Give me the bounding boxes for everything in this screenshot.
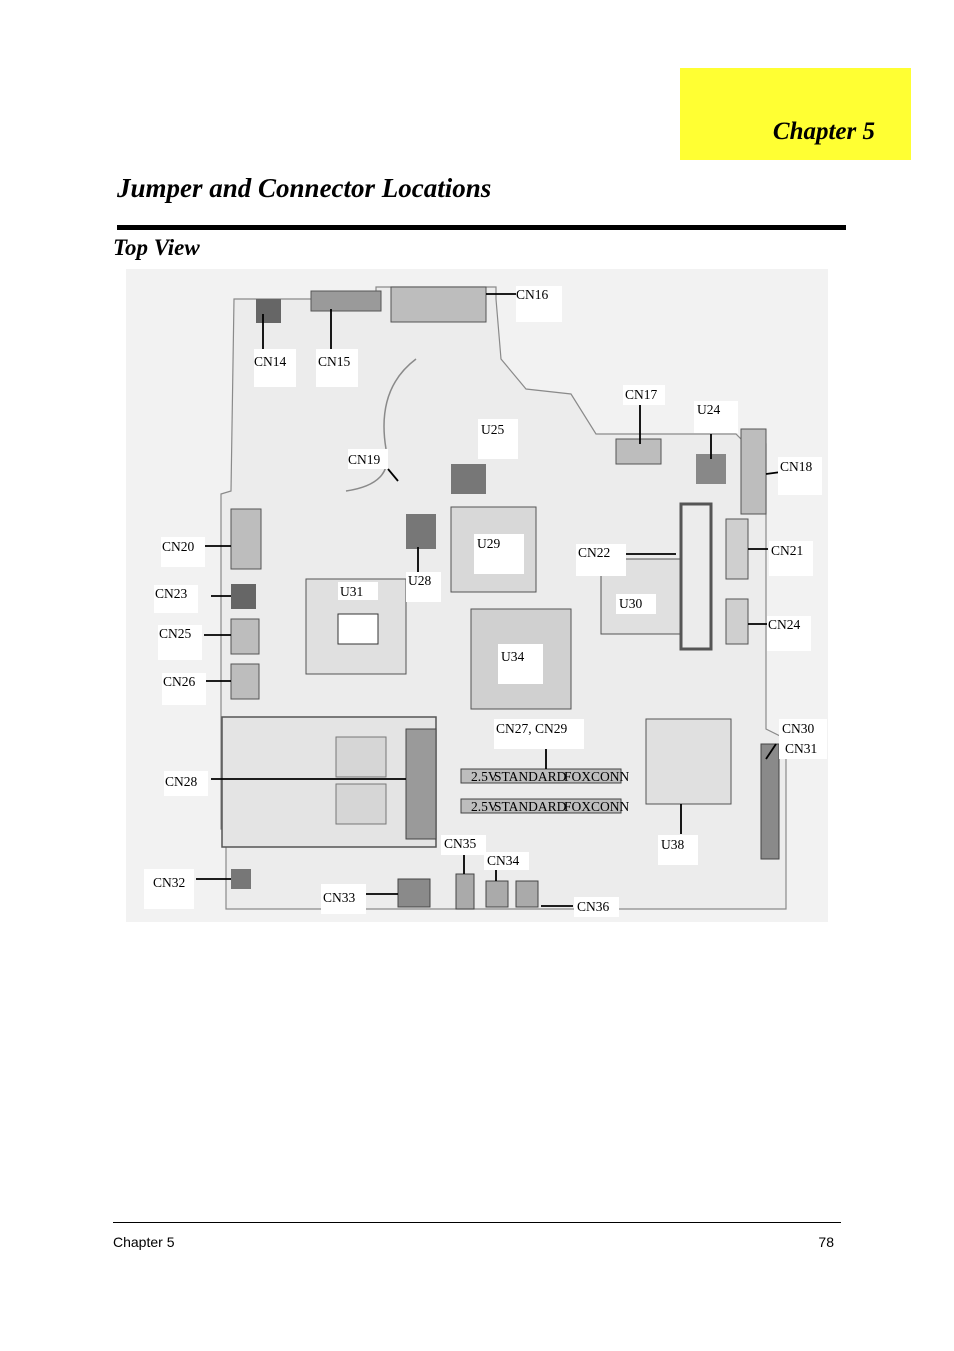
chapter-tab-label: Chapter 5	[772, 118, 875, 145]
label-cn17: CN17	[625, 387, 658, 402]
u28-chip	[406, 514, 436, 549]
label-cn14: CN14	[254, 354, 287, 369]
u31-die	[337, 613, 379, 645]
slot-standard-text: STANDARD	[494, 799, 567, 814]
cage-pad	[335, 736, 387, 778]
footer-rule	[113, 1222, 841, 1223]
cn29-slot	[460, 798, 622, 814]
label-u31: U31	[340, 584, 363, 599]
cn27-slot	[460, 768, 622, 784]
cn15-connector	[310, 290, 382, 312]
slot-vendor-text: FOXCONN	[564, 799, 630, 814]
cage-pad	[335, 783, 387, 825]
cn30-cn31-connector	[760, 743, 780, 860]
label-cn15: CN15	[318, 354, 351, 369]
cn33-connector	[397, 878, 431, 908]
label-cn19: CN19	[348, 452, 381, 467]
cn36-connector	[515, 880, 539, 908]
slot-vendor-text: FOXCONN	[564, 769, 630, 784]
section-title: Top View	[113, 235, 200, 260]
u38-chip	[645, 718, 732, 805]
label-cn20: CN20	[162, 539, 195, 554]
label-cn32: CN32	[153, 875, 185, 890]
label-u34: U34	[501, 649, 524, 664]
label-cn28: CN28	[165, 774, 198, 789]
cn25-connector	[230, 618, 260, 655]
footer-page-number: 78	[818, 1234, 834, 1250]
label-cn23: CN23	[155, 586, 188, 601]
label-u25: U25	[481, 422, 504, 437]
cn32-connector	[231, 869, 251, 889]
label-cn24: CN24	[768, 617, 801, 632]
label-cn25: CN25	[159, 626, 192, 641]
label-cn36: CN36	[577, 899, 610, 914]
label-cn16: CN16	[516, 287, 549, 302]
label-cn34: CN34	[487, 853, 520, 868]
cn28-card-cage	[221, 716, 437, 848]
label-u29: U29	[477, 536, 500, 551]
label-u38: U38	[661, 837, 684, 852]
cn20-connector	[230, 508, 262, 570]
label-cn35: CN35	[444, 836, 477, 851]
cn21-connector	[725, 518, 749, 580]
label-cn22: CN22	[578, 545, 610, 560]
label-cn30: CN30	[782, 721, 815, 736]
cn23-connector	[231, 584, 256, 609]
cn14-connector	[256, 299, 281, 323]
cn17-connector	[615, 438, 662, 465]
cn24-connector	[725, 598, 749, 645]
chapter-tab: Chapter 5	[680, 68, 911, 160]
board-cutout-edge	[345, 358, 417, 492]
cn26-connector	[230, 663, 260, 700]
u25-chip	[451, 464, 486, 494]
cn16-connector	[390, 286, 487, 323]
cn18-connector	[740, 428, 767, 515]
cn34-connector	[485, 880, 509, 908]
label-cn31: CN31	[785, 741, 817, 756]
label-cn27-cn29: CN27, CN29	[496, 721, 568, 736]
slot-voltage-text: 2.5V	[471, 769, 498, 784]
label-cn33: CN33	[323, 890, 356, 905]
cn22-slot	[679, 502, 713, 651]
slot-standard-text: STANDARD	[494, 769, 567, 784]
label-u28: U28	[408, 573, 431, 588]
footer-chapter: Chapter 5	[113, 1234, 175, 1250]
label-u30: U30	[619, 596, 642, 611]
cage-socket	[405, 728, 437, 840]
label-cn18: CN18	[780, 459, 813, 474]
title-rule	[117, 225, 846, 230]
page-title: Jumper and Connector Locations	[117, 173, 492, 203]
label-cn21: CN21	[771, 543, 803, 558]
motherboard-diagram: 2.5V STANDARD FOXCONN 2.5V STANDARD FOXC…	[126, 269, 828, 922]
leader-lines	[196, 293, 782, 907]
label-cn26: CN26	[163, 674, 196, 689]
slot-voltage-text: 2.5V	[471, 799, 498, 814]
label-u24: U24	[697, 402, 720, 417]
cn35-connector	[455, 873, 475, 910]
